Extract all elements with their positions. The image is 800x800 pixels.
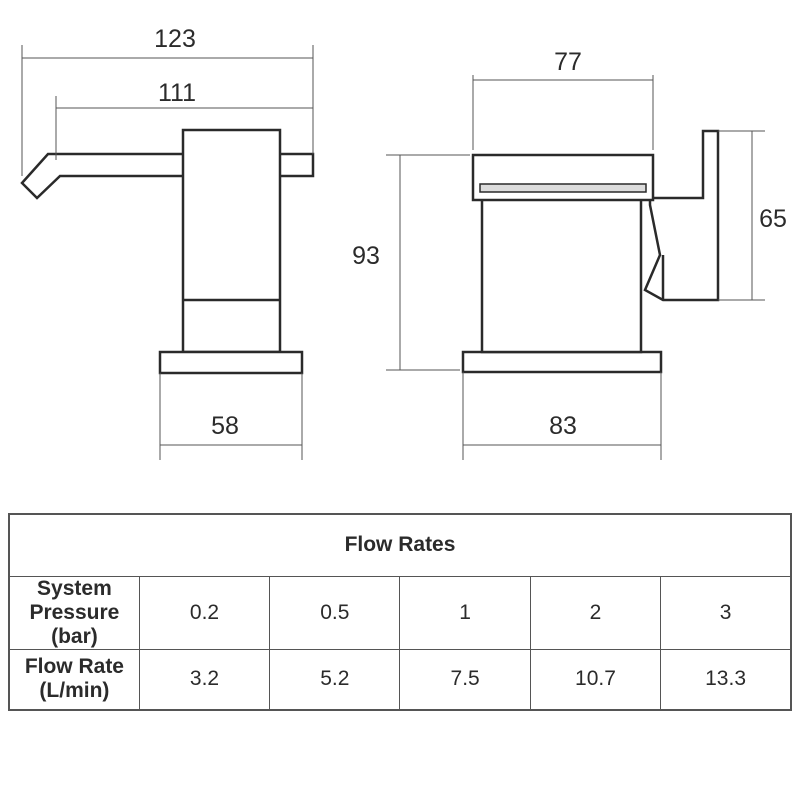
table-cell: 13.3 — [660, 648, 792, 711]
table-cell: 3 — [660, 575, 792, 650]
table-row: System Pressure (bar) 0.2 0.5 1 2 3 — [8, 575, 792, 650]
row-label-flow-rate: Flow Rate (L/min) — [8, 648, 140, 711]
flow-rates-table: Flow Rates System Pressure (bar) 0.2 0.5… — [8, 513, 792, 711]
front-body — [181, 128, 282, 354]
table-cell: 0.2 — [138, 575, 271, 650]
table-cell: 3.2 — [138, 648, 271, 711]
dim-spout-length: 111 — [158, 79, 196, 107]
table-cell: 1 — [399, 575, 531, 650]
table-cell: 0.5 — [269, 575, 401, 650]
dim-front-base-width: 58 — [211, 412, 239, 440]
front-view: 123 111 58 — [20, 25, 315, 460]
side-view: 77 93 65 83 — [352, 48, 787, 460]
dim-overall-length: 123 — [154, 25, 196, 53]
table-title-row: Flow Rates — [8, 513, 792, 577]
side-base — [461, 350, 663, 374]
technical-drawing: 123 111 58 77 93 65 — [20, 25, 787, 460]
table-cell: 7.5 — [399, 648, 531, 711]
side-cap-slot — [479, 183, 647, 193]
table-cell: 5.2 — [269, 648, 401, 711]
side-cap — [471, 153, 655, 202]
side-handle — [643, 129, 720, 302]
front-base — [158, 350, 304, 375]
dim-handle-height: 65 — [759, 205, 787, 233]
dim-side-top-width: 77 — [554, 48, 582, 76]
table-cell: 10.7 — [529, 648, 662, 711]
table-title: Flow Rates — [8, 513, 792, 577]
table-row: Flow Rate (L/min) 3.2 5.2 7.5 10.7 13.3 — [8, 648, 792, 711]
dim-side-base-width: 83 — [549, 412, 577, 440]
side-body — [480, 196, 643, 354]
dim-total-height: 93 — [352, 242, 380, 270]
table-cell: 2 — [529, 575, 662, 650]
row-label-pressure: System Pressure (bar) — [8, 575, 140, 650]
